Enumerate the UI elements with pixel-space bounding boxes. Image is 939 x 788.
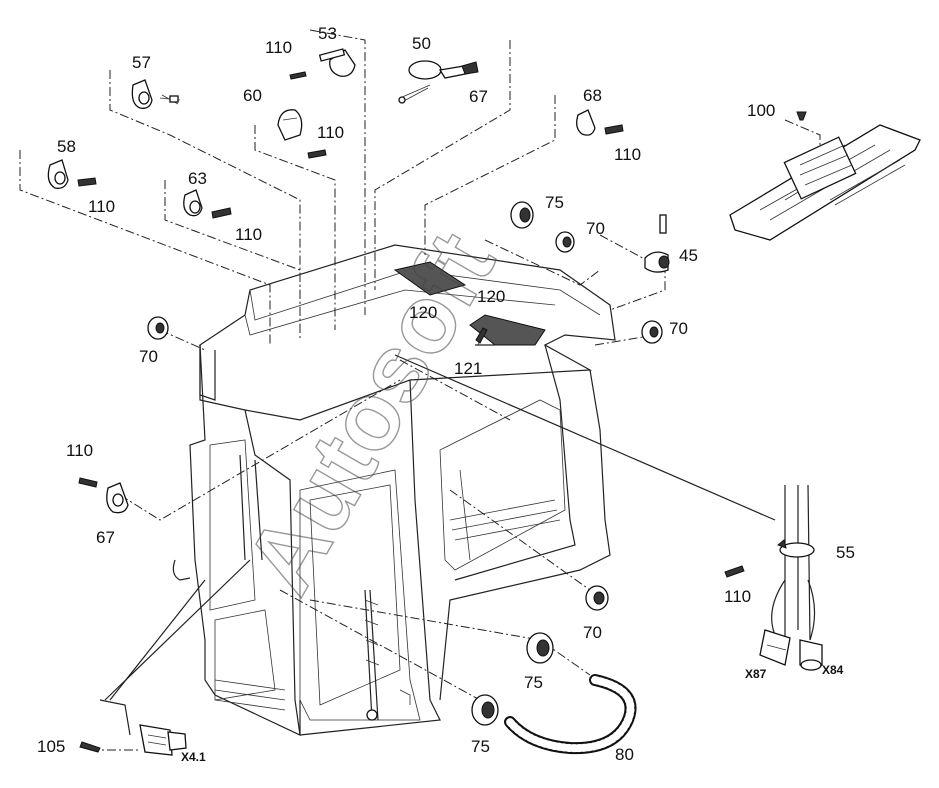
- leader-lines: [19, 29, 821, 751]
- harness-55: [724, 484, 816, 641]
- label-67-a: 67: [469, 87, 488, 106]
- label-68: 68: [583, 86, 602, 105]
- label-105: 105: [37, 737, 65, 756]
- label-70-c: 70: [669, 319, 688, 338]
- label-100: 100: [747, 101, 775, 120]
- clip-63: [183, 189, 232, 219]
- label-110-e: 110: [235, 225, 262, 244]
- label-75-b: 75: [524, 673, 543, 692]
- label-70-d: 70: [583, 623, 602, 642]
- connector-x41: [79, 699, 187, 756]
- label-57: 57: [132, 53, 151, 72]
- watermark: Autosoft: [226, 215, 516, 610]
- control-module-100: [729, 111, 921, 241]
- clamp-50: [398, 60, 479, 104]
- clip-60: [277, 109, 327, 159]
- label-60: 60: [243, 86, 262, 105]
- label-110-b: 110: [317, 123, 344, 142]
- grommet-75-bottom: [471, 694, 499, 726]
- label-110-c: 110: [614, 145, 641, 164]
- label-70-a: 70: [586, 219, 605, 238]
- grommet-75-mid: [526, 632, 554, 664]
- label-110-a: 110: [265, 38, 292, 57]
- label-x87: X87: [745, 667, 767, 681]
- label-80: 80: [615, 745, 634, 764]
- connector-x84: [799, 639, 823, 671]
- screw-121: [475, 327, 488, 344]
- label-67-b: 67: [96, 528, 115, 547]
- label-110-d: 110: [88, 197, 115, 216]
- grommet-75-top: [510, 201, 534, 229]
- grommet-70-left: [147, 316, 169, 340]
- part-45: [644, 214, 670, 273]
- grommet-70-lower: [585, 585, 609, 611]
- label-53: 53: [318, 24, 337, 43]
- label-70-b: 70: [139, 347, 158, 366]
- label-x41: X4.1: [181, 750, 206, 764]
- label-110-f: 110: [66, 441, 93, 460]
- roof-hatch-front: [393, 261, 467, 296]
- clip-53: [289, 48, 356, 80]
- spiral-hose-80: [504, 674, 637, 755]
- label-63: 63: [188, 169, 207, 188]
- clip-58: [47, 159, 97, 189]
- label-121: 121: [454, 359, 482, 378]
- clip-67-lower: [78, 477, 129, 514]
- label-x84: X84: [822, 663, 844, 677]
- connector-x87: [759, 629, 791, 666]
- grommet-70-top: [555, 231, 575, 253]
- clip-57: [131, 79, 181, 109]
- label-55: 55: [836, 543, 855, 562]
- label-50: 50: [412, 34, 431, 53]
- grommet-70-right: [641, 320, 663, 344]
- label-110-g: 110: [724, 587, 751, 606]
- label-120-a: 120: [477, 287, 505, 306]
- label-75-a: 75: [545, 193, 564, 212]
- label-45: 45: [679, 246, 698, 265]
- label-120-b: 120: [409, 303, 437, 322]
- cab-body: [172, 244, 616, 736]
- clip-68: [576, 109, 624, 136]
- label-58: 58: [57, 137, 76, 156]
- label-75-c: 75: [471, 737, 490, 756]
